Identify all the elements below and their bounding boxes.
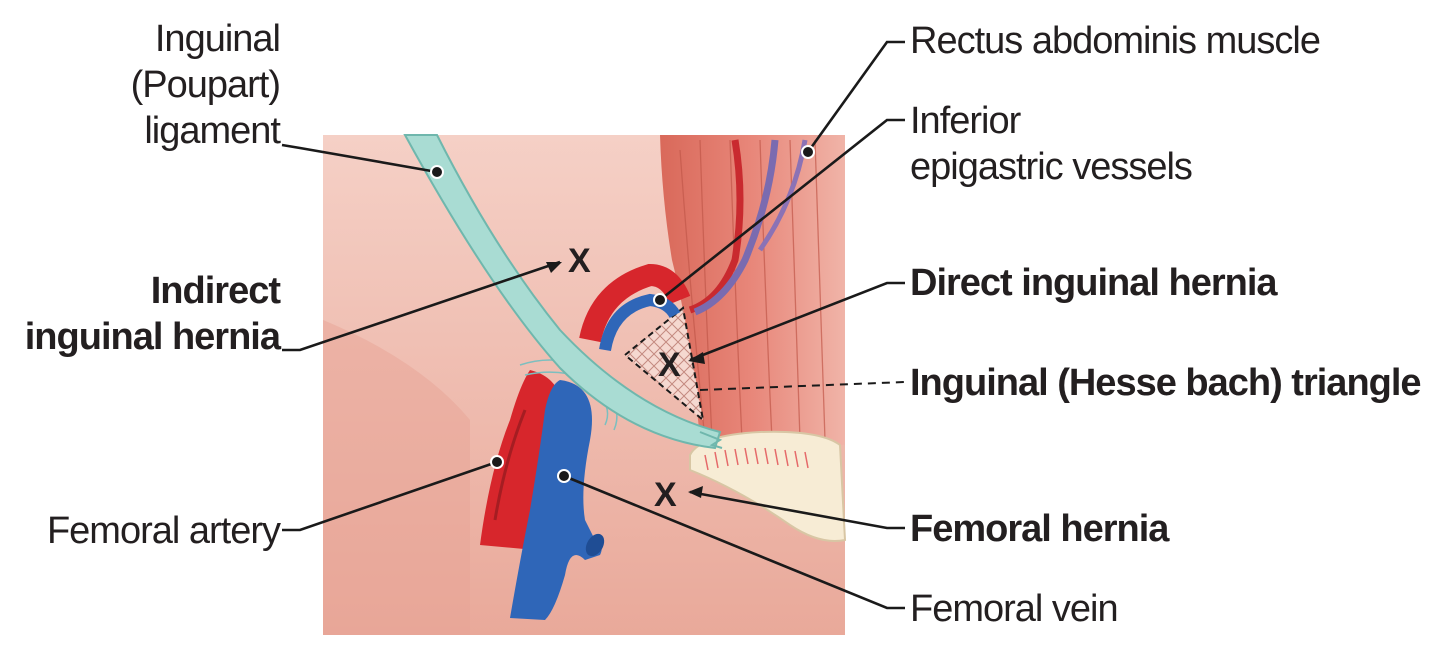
muscle-fibers <box>679 139 826 441</box>
epigastric-artery-branch <box>688 139 744 314</box>
leader-femoral-hernia <box>689 490 905 530</box>
leader-rectus <box>806 40 905 153</box>
label-line: Inferior <box>910 100 1021 142</box>
label-line: epigastric vessels <box>910 146 1193 188</box>
label-inferior-epigastric: Inferior epigastric vessels <box>910 98 1193 190</box>
epigastric-loop-vein <box>599 293 681 352</box>
leader-epigastric <box>659 118 905 302</box>
dot-femoral-vein <box>557 469 571 483</box>
label-femoral-vein: Femoral vein <box>910 588 1119 630</box>
label-line: inguinal hernia <box>24 316 281 358</box>
marker-femoral-hernia: X <box>654 476 677 514</box>
leader-indirect <box>282 260 561 352</box>
lacunar-fringe <box>704 447 809 471</box>
artery-shading <box>493 409 527 521</box>
epigastric-loop-artery <box>579 263 691 343</box>
dot-epigastric <box>653 293 667 307</box>
arrow-indirect <box>546 262 562 273</box>
label-femoral-artery: Femoral artery <box>46 510 281 552</box>
label-rectus-abdominis: Rectus abdominis muscle <box>910 20 1321 62</box>
hesselbach-leader-dashed <box>699 381 906 391</box>
leader-femoral-artery <box>282 460 498 532</box>
leader-ligament <box>281 143 438 174</box>
label-line: Indirect <box>150 270 281 312</box>
arrow-direct <box>688 352 705 364</box>
label-inguinal-ligament: Inguinal (Poupart) ligament <box>80 16 281 154</box>
label-line: (Poupart) <box>130 64 281 106</box>
arrowheads <box>546 262 705 498</box>
ligament-frayed-end <box>699 431 723 449</box>
arrow-femoral-hernia <box>688 486 703 498</box>
label-hesselbach-triangle: Inguinal (Hesse bach) triangle <box>910 362 1422 404</box>
marker-direct-hernia: X <box>658 346 681 384</box>
leader-dots <box>430 145 815 483</box>
leader-femoral-vein <box>563 474 905 610</box>
hesselbach-triangle-area <box>623 306 705 423</box>
marker-indirect-hernia: X <box>568 242 591 280</box>
leader-lines <box>281 40 905 610</box>
label-line: ligament <box>144 110 281 152</box>
label-direct-hernia: Direct inguinal hernia <box>910 262 1278 304</box>
label-line: Inguinal <box>154 18 281 60</box>
femoral-vein-shape <box>510 380 602 620</box>
vein-branch-opening <box>585 533 605 557</box>
epigastric-vein-branch <box>693 139 779 316</box>
leader-direct <box>689 281 905 362</box>
label-femoral-hernia: Femoral hernia <box>910 508 1169 550</box>
rectus-abdominis-shape <box>660 135 845 445</box>
dot-femoral-artery <box>490 455 504 469</box>
dot-ligament <box>430 165 444 179</box>
dot-rectus <box>801 145 815 159</box>
tissue-shading <box>323 320 470 635</box>
label-indirect-hernia: Indirect inguinal hernia <box>0 268 281 360</box>
